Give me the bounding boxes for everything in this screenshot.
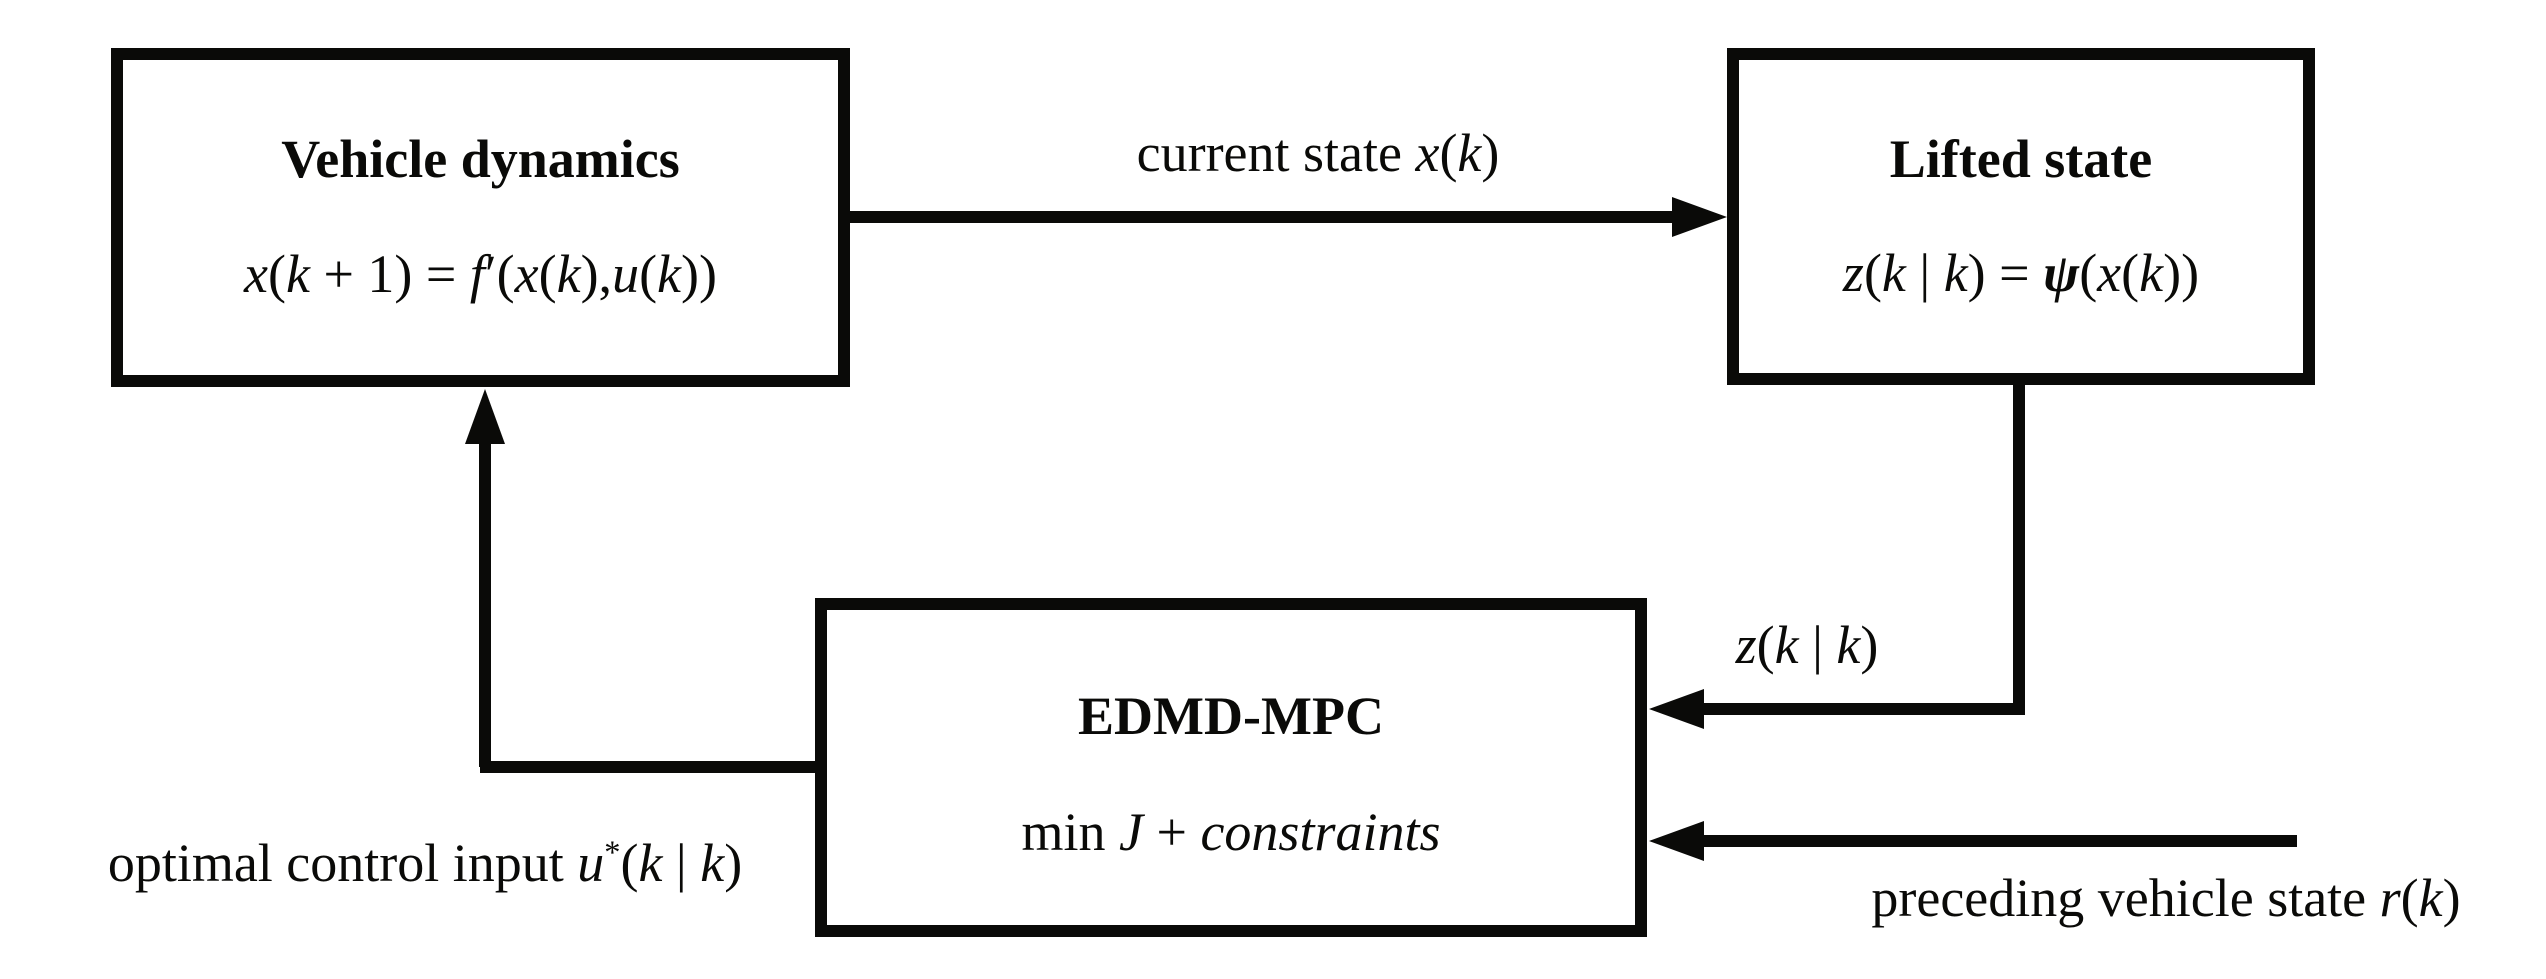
optimal-control-label: optimal control input u*(k | k) — [107, 833, 743, 893]
feedback-horizontal-line — [480, 761, 815, 773]
lifted-to-edmd-horizontal-line — [1695, 703, 2025, 715]
lifted-state-box: Lifted state z(k | k) = ψ(x(k)) — [1727, 48, 2315, 385]
lifted-state-equation: z(k | k) = ψ(x(k)) — [1842, 242, 2200, 303]
edmd-mpc-equation: min J + constraints — [1021, 802, 1441, 863]
lifted-state-title: Lifted state — [1889, 128, 2153, 189]
preceding-vehicle-arrow-line — [1700, 835, 2297, 847]
edmd-mpc-box: EDMD-MPC min J + constraints — [815, 598, 1647, 937]
feedback-vertical-line — [479, 440, 491, 767]
edmd-mpc-title: EDMD-MPC — [1078, 685, 1384, 746]
current-state-arrowhead-icon — [1672, 197, 1727, 237]
vehicle-dynamics-title: Vehicle dynamics — [281, 129, 680, 190]
lifted-to-edmd-arrowhead-icon — [1649, 689, 1704, 729]
feedback-arrowhead-icon — [465, 389, 505, 444]
lifted-to-edmd-vertical-line — [2013, 380, 2025, 715]
lifted-z-label: z(k | k) — [1735, 615, 1879, 675]
current-state-arrow-line — [850, 211, 1680, 223]
preceding-vehicle-arrowhead-icon — [1649, 821, 1704, 861]
preceding-vehicle-label: preceding vehicle state r(k) — [1871, 868, 2461, 928]
vehicle-dynamics-box: Vehicle dynamics x(k + 1) = f′(x(k),u(k)… — [111, 48, 850, 387]
current-state-label: current state x(k) — [1136, 123, 1500, 183]
vehicle-dynamics-equation: x(k + 1) = f′(x(k),u(k)) — [244, 244, 717, 305]
